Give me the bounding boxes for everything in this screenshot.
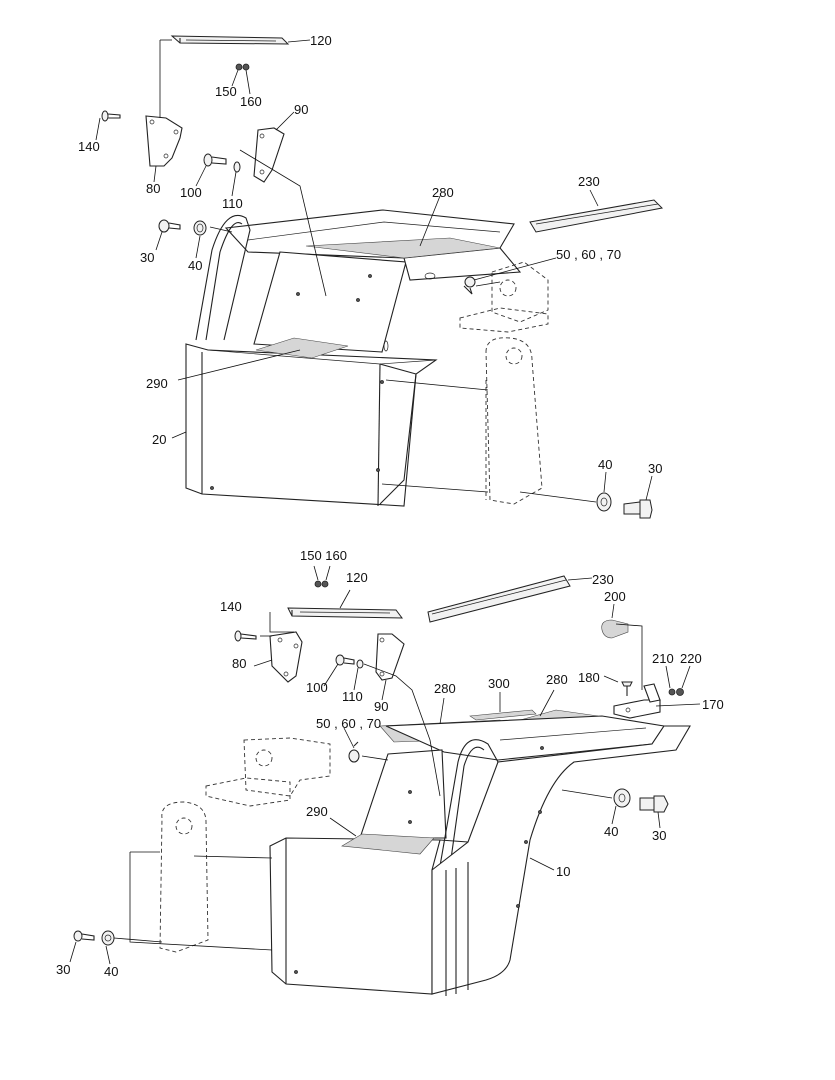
mat-280 (305, 237, 501, 259)
callout-30-lower: 30 (648, 461, 662, 476)
callout-170: 170 (702, 697, 724, 712)
callout-20: 20 (152, 432, 166, 447)
nut-160 (242, 63, 250, 71)
callout-50-60-70-b: 50 , 60 , 70 (316, 716, 381, 731)
callout-80-b: 80 (232, 656, 246, 671)
callout-10: 10 (556, 864, 570, 879)
knob-200 (601, 619, 629, 639)
callout-140-b: 140 (220, 599, 242, 614)
callout-30-right-b: 30 (652, 828, 666, 843)
callout-120-b: 120 (346, 570, 368, 585)
callout-80: 80 (146, 181, 160, 196)
bracket-90 (253, 127, 285, 183)
washer-210 (668, 688, 676, 696)
callout-150: 150 (215, 84, 237, 99)
bolt-140-b (234, 630, 257, 642)
callout-290: 290 (146, 376, 168, 391)
callout-230: 230 (578, 174, 600, 189)
bolt-140 (101, 110, 121, 122)
washer-150 (235, 63, 243, 71)
callout-210: 210 (652, 651, 674, 666)
callout-280-left: 280 (434, 681, 456, 696)
callout-90: 90 (294, 102, 308, 117)
bolt-100 (203, 153, 227, 167)
callout-30-left-b: 30 (56, 962, 70, 977)
clip-50-60-70-b (348, 741, 360, 763)
callout-120: 120 (310, 33, 332, 48)
nut-40-upper (193, 220, 207, 236)
callout-100: 100 (180, 185, 202, 200)
nut-40-right-b (613, 788, 631, 808)
strip-230 (529, 199, 664, 233)
step-plate-120-b (287, 607, 404, 619)
callout-40-left-b: 40 (104, 964, 118, 979)
washer-110-b (356, 659, 364, 669)
callout-40-upper: 40 (188, 258, 202, 273)
callout-140: 140 (78, 139, 100, 154)
housing-10 (269, 715, 691, 996)
mat-300 (469, 709, 537, 721)
callout-300: 300 (488, 676, 510, 691)
bracket-80 (145, 115, 183, 167)
callout-150-160: 150 160 (300, 548, 347, 563)
bracket-170 (613, 683, 661, 719)
washer-110 (233, 161, 241, 173)
washer-150-b (314, 580, 322, 588)
bottom-assembly: 150 160 120 230 140 200 80 100 110 90 28… (56, 548, 724, 996)
callout-40-right-b: 40 (604, 824, 618, 839)
callout-180: 180 (578, 670, 600, 685)
bolt-30-upper (158, 219, 181, 233)
bolt-30-lower (623, 499, 653, 519)
phantom-mount-top (459, 261, 549, 505)
bracket-80-b (269, 631, 303, 683)
bolt-100-b (335, 654, 355, 666)
bolt-180 (621, 681, 633, 696)
callout-290-b: 290 (306, 804, 328, 819)
callout-230-b: 230 (592, 572, 614, 587)
callout-100-b: 100 (306, 680, 328, 695)
nut-40-left-b (101, 930, 115, 946)
callout-90-b: 90 (374, 699, 388, 714)
top-assembly: 120 150 160 140 80 90 100 110 280 230 30… (78, 33, 664, 519)
nut-220 (676, 688, 684, 696)
callout-200: 200 (604, 589, 626, 604)
callout-280-right: 280 (546, 672, 568, 687)
mat-290 (255, 337, 349, 359)
housing-20 (185, 209, 522, 507)
callout-280: 280 (432, 185, 454, 200)
bolt-30-right-b (639, 795, 669, 813)
callout-110-b: 110 (342, 689, 363, 704)
phantom-mount-bottom (159, 737, 331, 953)
bolt-30-left-b (73, 930, 95, 942)
callout-40-lower: 40 (598, 457, 612, 472)
step-plate-120 (170, 35, 290, 45)
callout-160: 160 (240, 94, 262, 109)
nut-40-lower (596, 492, 612, 512)
clip-50-60-70 (463, 276, 476, 295)
strip-230-b (427, 575, 571, 623)
callout-220: 220 (680, 651, 702, 666)
callout-110: 110 (222, 196, 243, 211)
mat-290-b (341, 833, 435, 855)
callout-50-60-70: 50 , 60 , 70 (556, 247, 621, 262)
callout-30-upper: 30 (140, 250, 154, 265)
nut-160-b (321, 580, 329, 588)
bracket-90-b (375, 633, 405, 681)
